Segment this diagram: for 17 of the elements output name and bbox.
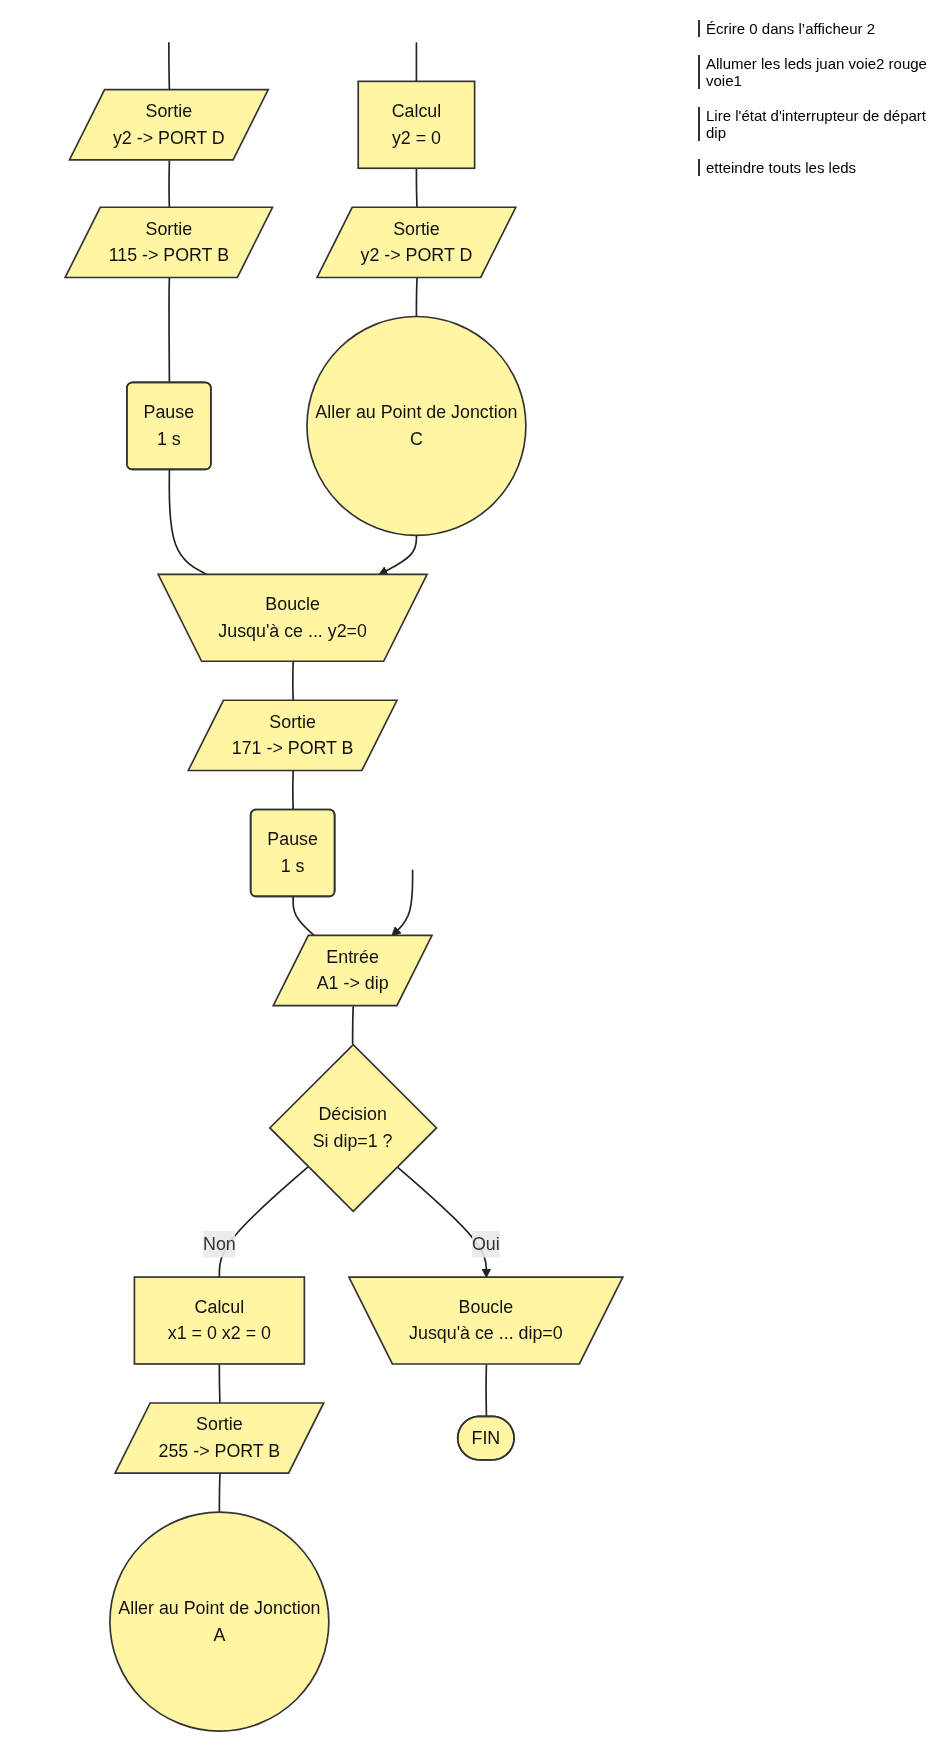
comment-note: Écrire 0 dans l’afficheur 2	[698, 20, 928, 37]
connector	[485, 1363, 488, 1418]
edge-label: Non	[203, 1234, 236, 1254]
comment-note: Allumer les leds juan voie2 rouge voie1	[698, 55, 928, 89]
connector	[351, 1005, 354, 1046]
node-diamond: Décision Si dip=1 ?	[268, 1043, 438, 1213]
node-circle: Aller au Point de Jonction A	[109, 1511, 330, 1732]
comment-note: Lire l'état d'interrupteur de départ dip	[698, 107, 928, 141]
connector	[415, 41, 418, 83]
node-circle: Aller au Point de Jonction C	[306, 315, 527, 537]
node-box: Calcul y2 = 0	[357, 80, 476, 170]
connector	[168, 277, 171, 384]
connector	[292, 770, 295, 811]
node-box: Calcul x1 = 0 x2 = 0	[133, 1276, 306, 1365]
connector	[415, 277, 418, 318]
edge-label: Oui	[472, 1234, 500, 1254]
comment-note: etteindre touts les leds	[698, 159, 928, 176]
